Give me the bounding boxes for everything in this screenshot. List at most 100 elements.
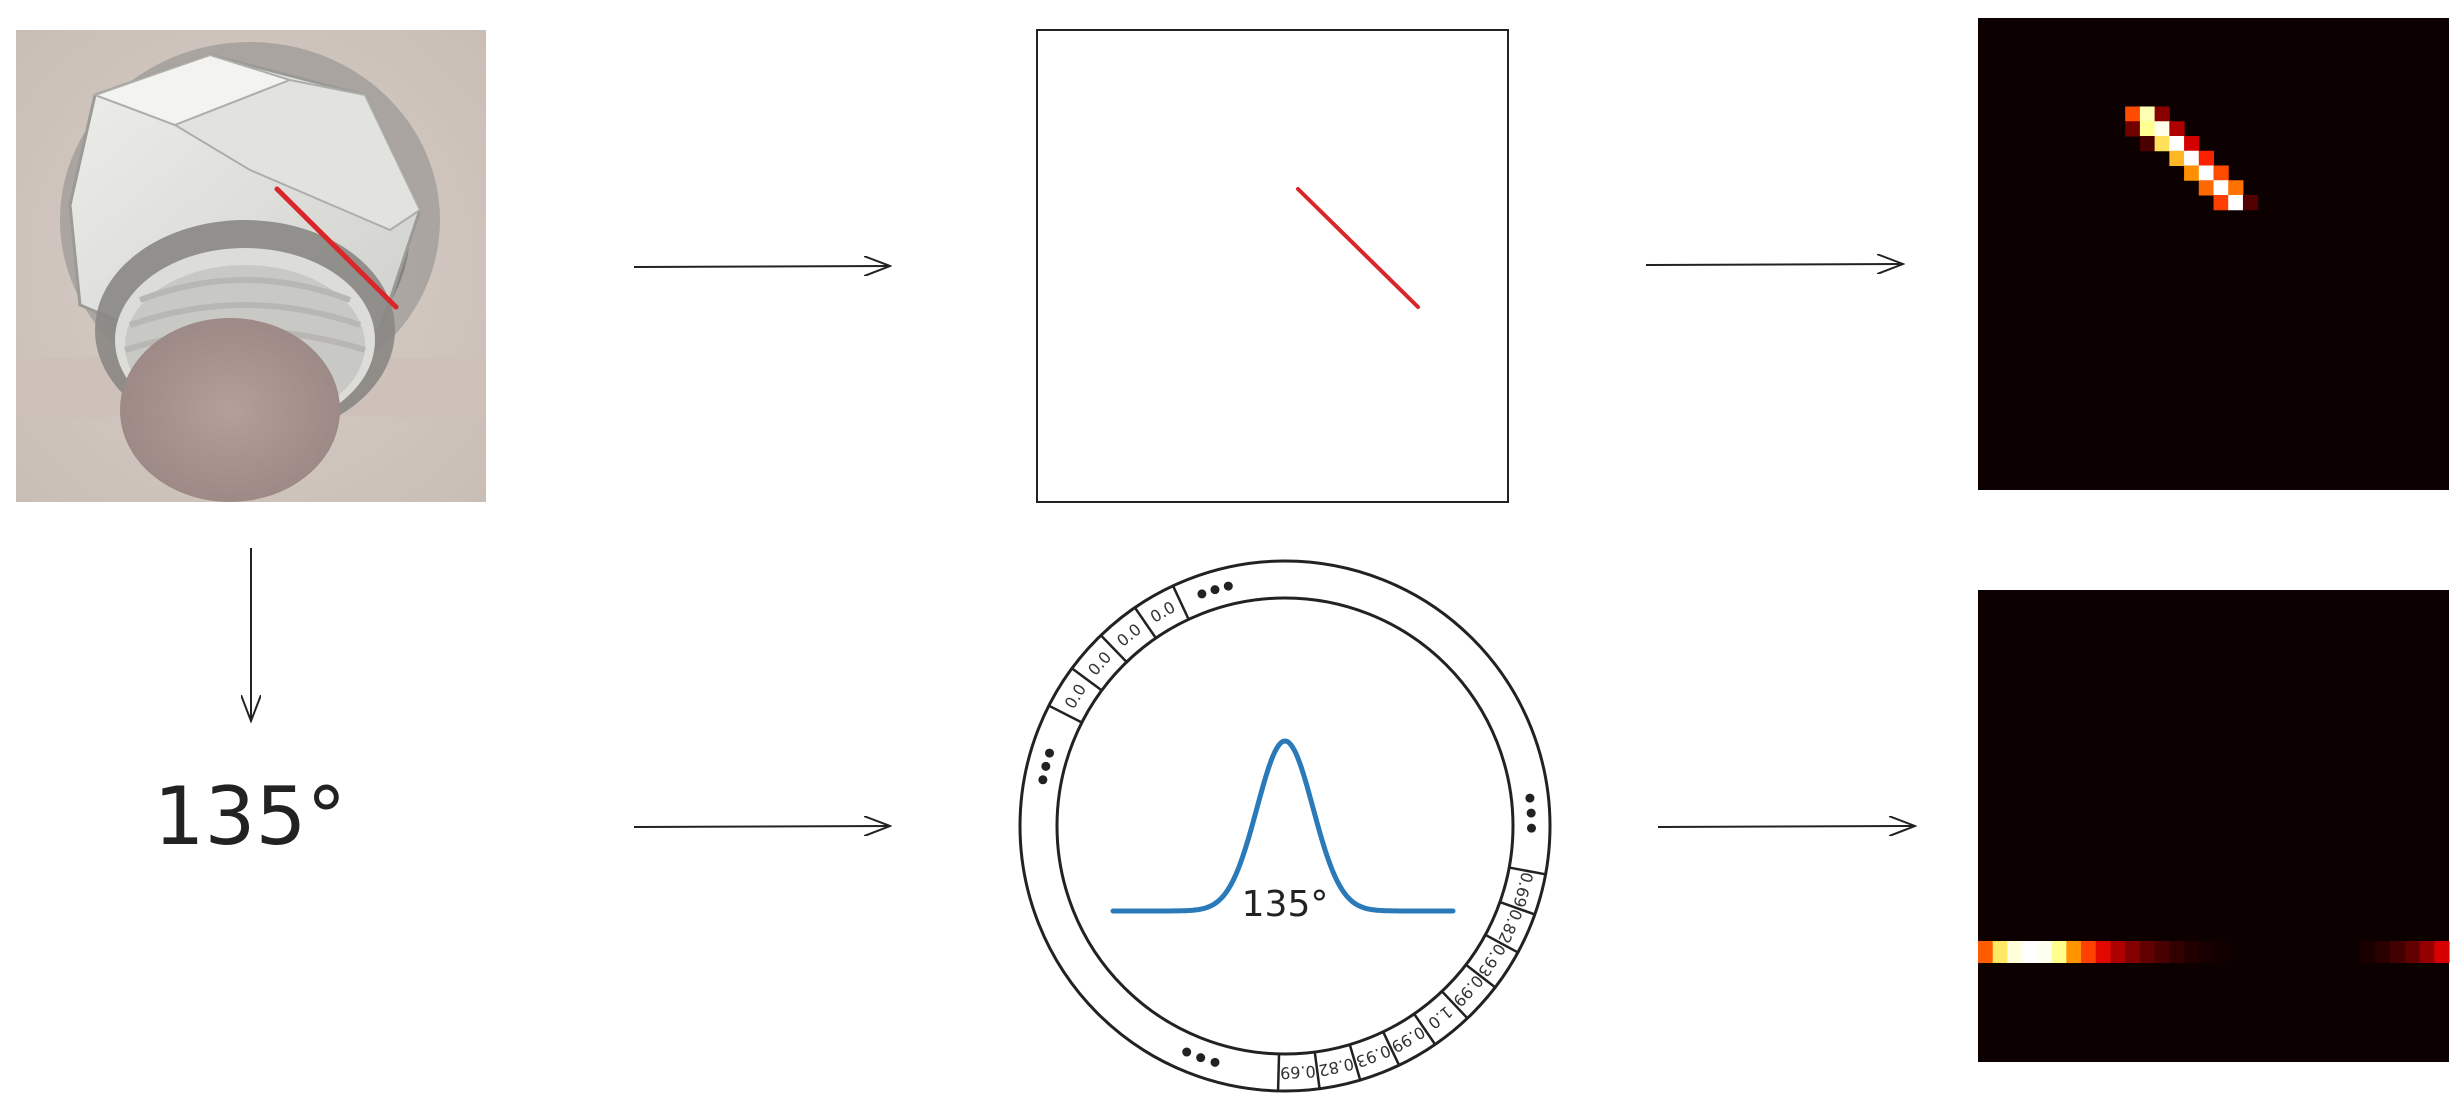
heatmap-cell [2125,941,2141,963]
ring-divider [1413,1013,1437,1046]
arrow-right-4 [1657,826,1915,827]
ring-label-upper: 0.0 [1084,648,1115,680]
heatmap-cell [2154,106,2170,122]
heatmap-cell [2154,136,2170,152]
ring-divider [1171,585,1190,620]
ring-label-upper: 0.0 [1061,680,1091,712]
heatmap-cell [2081,941,2097,963]
heatmap-cell [2169,941,2185,963]
ring-label-lower: 0.69 [1280,1062,1317,1083]
ring-label-upper: 0.0 [1113,620,1145,651]
heatmap-cell [2007,941,2023,963]
ring-label-lower: 0.93 [1353,1041,1393,1072]
ring-divider [1441,990,1469,1020]
heatmap-cell [2110,941,2126,963]
ring-ellipsis-dots [1526,823,1536,833]
heatmap-cell [2198,150,2214,166]
heatmap-cell [2213,180,2229,196]
heatmap-cell [1992,941,2008,963]
heatmap-cell [2169,136,2185,152]
arrow-right-3 [633,826,890,827]
photo-red-line [274,186,399,310]
heatmap-cell [2139,121,2156,137]
heatmap-cell [2095,941,2111,963]
line-mask-box [1036,29,1509,503]
ring-ellipsis-dots [1526,808,1536,818]
ring-label-lower: 0.82 [1494,906,1526,946]
angle-heatmap [1978,590,2450,1062]
heatmap-cell [2213,941,2229,963]
heatmap-cell [2184,150,2200,166]
ring-divider [1071,667,1103,692]
ring-ellipsis-dots [1045,748,1055,758]
heatmap-bg [1978,18,2449,490]
heatmap-cell [2169,150,2185,166]
heatmap-cell [2022,941,2038,963]
ring-ellipsis-dots [1197,589,1207,599]
heatmap-cell [2198,180,2214,196]
heatmap-cell [2242,195,2259,211]
heatmap-cell [2139,941,2156,963]
mask-red-line [1296,187,1420,309]
ring-ellipsis-dots [1196,1053,1206,1063]
ring-label-lower: 0.69 [1509,870,1537,909]
ring-divider [1100,634,1128,663]
heatmap-cell [2169,121,2185,137]
ring-ellipsis-dots [1210,1057,1220,1067]
heatmap-cell [2198,941,2214,963]
arrow-right-2 [1645,264,1903,265]
heatmap-cell [2184,165,2200,181]
heatmap-cell [2154,941,2170,963]
heatmap-cell [2419,941,2435,963]
heatmap-cell [2184,941,2200,963]
line-heatmap [1978,18,2449,490]
heatmap-cell [2213,195,2229,211]
heatmap-cell [2404,941,2421,963]
heatmap-cell [2139,136,2156,152]
heatmap-cell [2360,941,2376,963]
ring-ellipsis-dots [1038,775,1048,785]
heatmap-cell [2184,136,2200,152]
ring-divider [1508,866,1546,876]
ring-divider [1048,704,1083,724]
heatmap-cell [2066,941,2082,963]
ring-ellipsis-dots [1182,1047,1192,1057]
ring-divider [1465,963,1496,989]
heatmap-cell [2434,941,2450,963]
ring-center-label: 135° [1242,884,1329,925]
heatmap-bg [1978,590,2449,1062]
ring-label-upper: 0.0 [1147,597,1179,626]
ring-divider [1348,1044,1362,1081]
angle-value: 135° [153,770,347,863]
ring-divider [1276,1053,1281,1091]
heatmap-cell [2036,941,2053,963]
heatmap-cell [2154,121,2170,137]
ring-ellipsis-dots [1041,761,1051,771]
heatmap-cell [2139,106,2156,122]
angle-ring: 0.00.00.00.00.690.820.930.991.00.990.930… [1018,559,1552,1093]
ring-ellipsis-dots [1525,793,1535,803]
ring-divider [1313,1051,1321,1089]
heatmap-cell [2125,106,2141,122]
ring-divider [1133,606,1157,639]
ring-divider [1382,1031,1401,1066]
ring-label-lower: 0.82 [1317,1054,1356,1080]
heatmap-cell [2390,941,2406,963]
ring-label-lower: 1.0 [1424,1002,1456,1033]
heatmap-cell [2375,941,2391,963]
heatmap-cell [2125,121,2141,137]
ring-divider [1484,933,1519,954]
heatmap-cell [2228,180,2244,196]
heatmap-cell [2213,165,2229,181]
heatmap-cell [1978,941,1994,963]
heatmap-cell [2228,195,2244,211]
gaussian-curve [1110,738,1456,914]
ring-ellipsis-dots [1210,585,1220,595]
heatmap-cell [2198,165,2214,181]
arrow-right-1 [633,266,890,267]
ring-divider [1499,900,1536,916]
bolt-photo [16,30,486,502]
ring-ellipsis-dots [1223,581,1233,591]
